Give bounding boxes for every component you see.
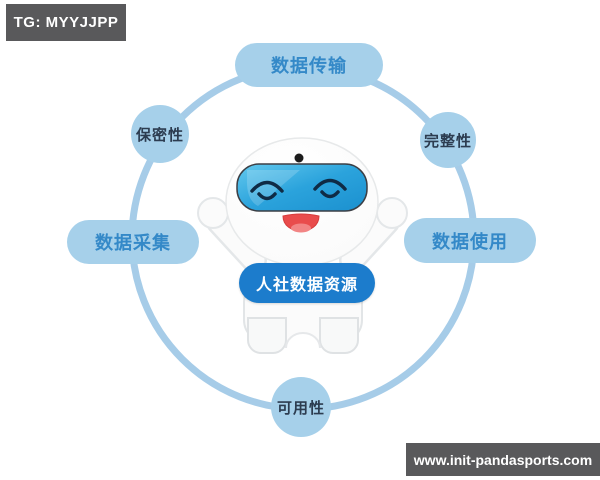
robot-leg-arch — [285, 332, 321, 349]
node-data-collection: 数据采集 — [67, 220, 199, 264]
robot-left-leg — [247, 317, 287, 354]
robot-right-leg — [319, 317, 359, 354]
top-left-watermark: TG: MYYJJPP — [6, 4, 126, 41]
robot-mouth — [282, 213, 320, 233]
node-data-usage: 数据使用 — [404, 218, 536, 263]
node-data-transmission: 数据传输 — [235, 43, 383, 87]
node-confidentiality: 保密性 — [131, 105, 189, 163]
robot-eyes — [250, 178, 347, 201]
robot-camera-dot-icon — [294, 153, 304, 163]
node-integrity: 完整性 — [420, 112, 476, 168]
bottom-right-watermark: www.init-pandasports.com — [406, 443, 600, 476]
node-availability: 可用性 — [271, 377, 331, 437]
center-label: 人社数据资源 — [239, 263, 375, 303]
robot-head — [225, 137, 379, 267]
robot-mascot — [197, 137, 408, 354]
